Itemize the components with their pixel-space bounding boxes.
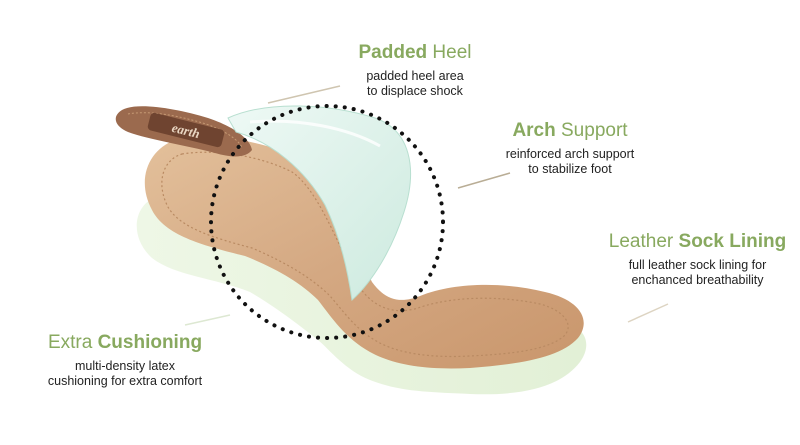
- title-rest: Heel: [427, 42, 472, 63]
- logo-badge: earth: [147, 112, 225, 148]
- magnifier-dotted-circle: [209, 104, 445, 340]
- callout-padded-heel: Padded Heel padded heel area to displace…: [325, 42, 505, 99]
- callout-description: multi-density latex cushioning for extra…: [20, 359, 230, 389]
- description-line: to displace shock: [367, 84, 463, 98]
- callout-description: padded heel area to displace shock: [325, 69, 505, 99]
- title-lead: Extra: [47, 332, 98, 353]
- callout-cushioning: Extra Cushioning multi-density latex cus…: [20, 332, 230, 389]
- callout-title: Leather Sock Lining: [595, 231, 800, 253]
- leader-line-cushioning: [184, 314, 231, 326]
- title-strong: Sock Lining: [678, 231, 787, 252]
- leader-line-sock-lining: [627, 303, 669, 323]
- description-line: enchanced breathability: [631, 273, 764, 287]
- callout-description: reinforced arch support to stabilize foo…: [470, 147, 670, 177]
- description-line: cushioning for extra comfort: [47, 374, 203, 388]
- callout-title: Extra Cushioning: [20, 332, 230, 354]
- callout-sock-lining: Leather Sock Lining full leather sock li…: [595, 231, 800, 288]
- heel-strap-stitching: [127, 112, 243, 149]
- title-lead: Leather: [608, 231, 679, 252]
- footbed-stitching: [161, 151, 569, 358]
- callout-arch-support: Arch Support reinforced arch support to …: [470, 120, 670, 177]
- description-line: to stabilize foot: [528, 162, 612, 176]
- callout-description: full leather sock lining for enchanced b…: [595, 258, 800, 288]
- title-strong: Cushioning: [97, 332, 203, 353]
- callout-title: Arch Support: [470, 120, 670, 142]
- title-rest: Support: [555, 120, 628, 141]
- leather-footbed: [144, 137, 584, 369]
- description-line: full leather sock lining for: [628, 258, 767, 272]
- leader-line-arch-support: [457, 172, 511, 189]
- title-strong: Arch: [512, 120, 556, 141]
- title-strong: Padded: [358, 42, 428, 63]
- leader-line-padded-heel: [267, 85, 341, 104]
- padded-heel-insert: [227, 105, 411, 301]
- description-line: reinforced arch support: [505, 147, 635, 161]
- description-line: multi-density latex: [74, 359, 176, 373]
- callout-title: Padded Heel: [325, 42, 505, 64]
- description-line: padded heel area: [366, 69, 464, 83]
- brand-logo: earth: [170, 120, 201, 141]
